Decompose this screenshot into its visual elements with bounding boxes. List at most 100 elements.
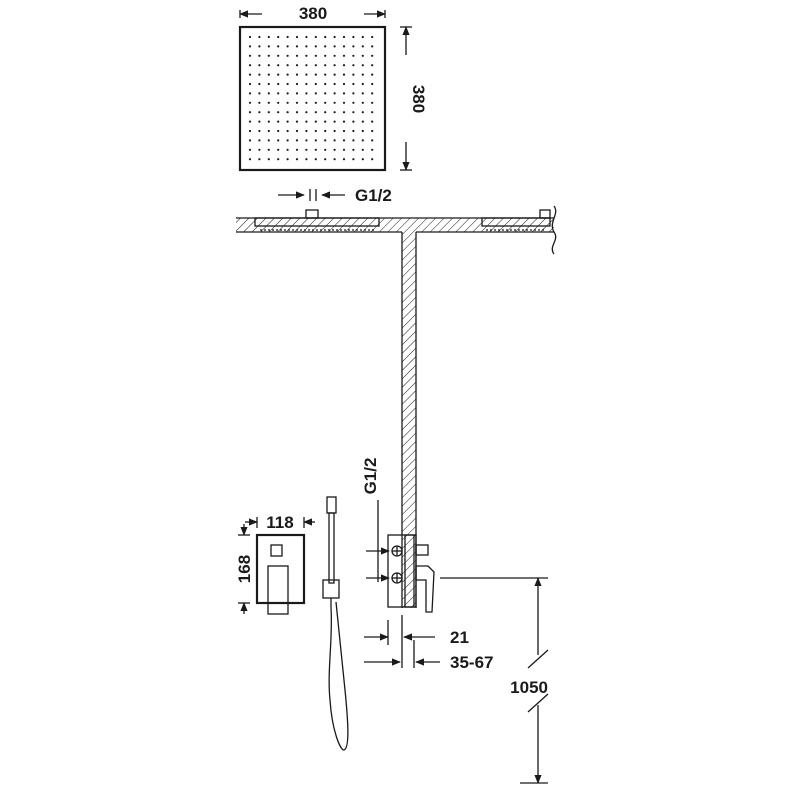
nozzle-grid — [248, 35, 374, 161]
nozzle-dot — [324, 148, 327, 151]
nozzle-dot — [314, 120, 317, 123]
nozzle-dot — [258, 111, 261, 114]
install-height-dimension: 1050 — [440, 577, 549, 784]
nozzle-dot — [333, 101, 336, 104]
nozzle-dot — [305, 64, 308, 67]
nozzle-dot — [352, 129, 355, 133]
recess-depth-label: 35-67 — [450, 653, 493, 672]
nozzle-dot — [277, 82, 280, 86]
nozzle-dot — [267, 148, 270, 151]
plate-height-label: 168 — [235, 555, 254, 583]
nozzle-dot — [248, 82, 252, 86]
nozzle-dot — [342, 148, 346, 151]
nozzle-dot — [305, 129, 308, 133]
nozzle-dot — [352, 120, 355, 123]
nozzle-dot — [286, 148, 289, 151]
nozzle-dot — [324, 158, 327, 161]
nozzle-dot — [333, 129, 336, 133]
nozzle-dot — [258, 73, 261, 76]
nozzle-dot — [305, 158, 308, 161]
nozzle-dot — [305, 139, 308, 142]
nozzle-dot — [352, 101, 355, 104]
nozzle-dot — [258, 45, 261, 48]
nozzle-dot — [295, 54, 299, 57]
nozzle-dot — [286, 73, 289, 76]
nozzle-dot — [267, 45, 270, 48]
nozzle-dot — [333, 158, 336, 161]
nozzle-dot — [333, 35, 336, 39]
nozzle-dot — [248, 73, 252, 76]
nozzle-dot — [258, 82, 261, 86]
nozzle-dot — [277, 64, 280, 67]
nozzle-dot — [277, 139, 280, 142]
nozzle-dot — [258, 129, 261, 133]
nozzle-dot — [352, 139, 355, 142]
nozzle-dot — [333, 120, 336, 123]
nozzle-dot — [286, 111, 289, 114]
nozzle-dot — [352, 148, 355, 151]
nozzle-dot — [295, 73, 299, 76]
nozzle-dot — [267, 82, 270, 86]
nozzle-dot — [295, 101, 299, 104]
nozzle-dot — [277, 54, 280, 57]
nozzle-dot — [324, 139, 327, 142]
plate-width-dimension: 118 — [245, 513, 315, 532]
nozzle-dot — [305, 73, 308, 76]
nozzle-dot — [314, 129, 317, 133]
nozzle-dot — [248, 92, 252, 95]
nozzle-dot — [361, 45, 364, 48]
nozzle-dot — [277, 158, 280, 161]
nozzle-dot — [333, 54, 336, 57]
nozzle-dot — [371, 92, 374, 95]
nozzle-dot — [333, 64, 336, 67]
nozzle-dot — [258, 148, 261, 151]
nozzle-dot — [342, 120, 346, 123]
nozzle-dot — [333, 111, 336, 114]
shower-head-side-left — [254, 209, 380, 231]
nozzle-dot — [361, 158, 364, 161]
nozzle-dot — [314, 54, 317, 57]
nozzle-dot — [314, 64, 317, 67]
nozzle-dot — [277, 101, 280, 104]
nozzle-dot — [258, 101, 261, 104]
nozzle-dot — [248, 45, 252, 48]
nozzle-dot — [295, 129, 299, 133]
nozzle-dot — [295, 148, 299, 151]
nozzle-dot — [324, 120, 327, 123]
nozzle-dot — [361, 101, 364, 104]
install-height-label: 1050 — [510, 678, 548, 697]
nozzle-dot — [305, 111, 308, 114]
nozzle-dot — [286, 139, 289, 142]
nozzle-dot — [333, 82, 336, 86]
nozzle-dot — [295, 158, 299, 161]
nozzle-dot — [342, 35, 346, 39]
nozzle-dot — [286, 92, 289, 95]
nozzle-dot — [333, 92, 336, 95]
nozzle-dot — [314, 148, 317, 151]
nozzle-dot — [333, 148, 336, 151]
nozzle-dot — [248, 64, 252, 67]
nozzle-dot — [314, 101, 317, 104]
nozzle-dot — [324, 45, 327, 48]
head-width-dimension: 380 — [239, 4, 386, 23]
nozzle-dot — [324, 54, 327, 57]
nozzle-dot — [267, 73, 270, 76]
nozzle-dot — [314, 92, 317, 95]
nozzle-dot — [258, 120, 261, 123]
nozzle-dot — [248, 148, 252, 151]
valve-thread-label: G1/2 — [361, 458, 380, 495]
nozzle-dot — [258, 54, 261, 57]
shower-head-top-view — [238, 25, 387, 172]
shower-hose — [328, 601, 349, 751]
nozzle-dot — [277, 129, 280, 133]
nozzle-dot — [324, 101, 327, 104]
nozzle-dot — [305, 92, 308, 95]
nozzle-dot — [286, 82, 289, 86]
nozzle-dot — [371, 129, 374, 133]
nozzle-dot — [258, 64, 261, 67]
nozzle-dot — [277, 148, 280, 151]
nozzle-dot — [248, 54, 252, 57]
nozzle-dot — [352, 92, 355, 95]
nozzle-dot — [267, 158, 270, 161]
